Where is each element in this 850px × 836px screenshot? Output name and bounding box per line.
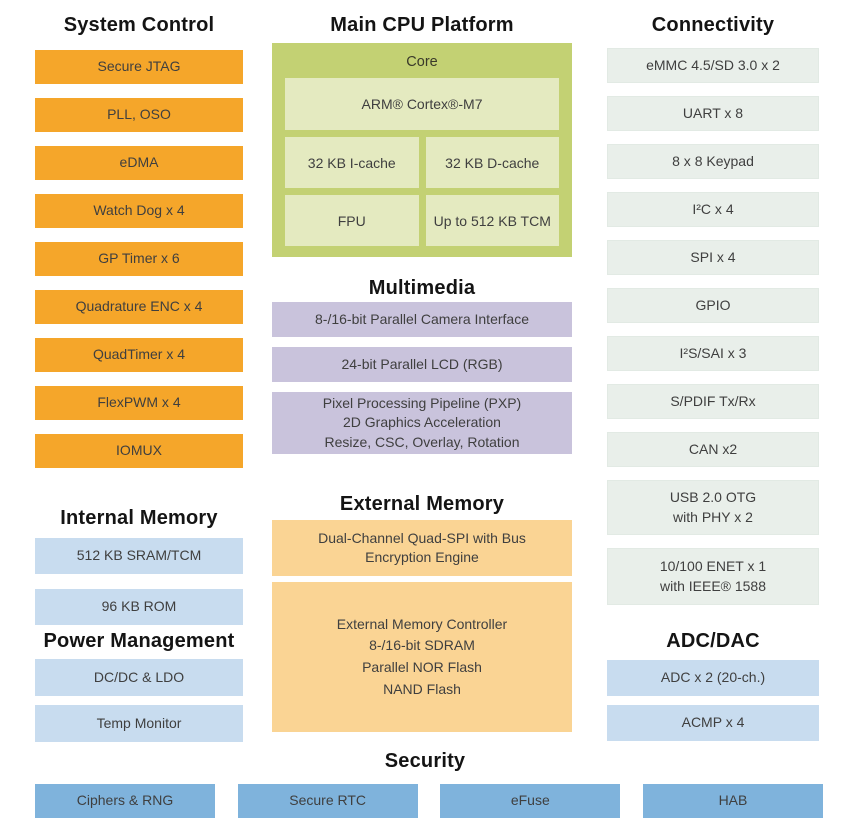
block-8-x-8-keypad: 8 x 8 Keypad (607, 144, 819, 179)
block-i-s-sai-x-3: I²S/SAI x 3 (607, 336, 819, 371)
block-uart-x-8: UART x 8 (607, 96, 819, 131)
block-pixel-processing-pipeline-pxp-2d-graphic: Pixel Processing Pipeline (PXP) 2D Graph… (272, 392, 572, 454)
block-dcache: 32 KB D-cache (425, 137, 559, 188)
block-dual-channel-quad-spi-with-bus-encryptio: Dual-Channel Quad-SPI with Bus Encryptio… (272, 519, 572, 576)
block-can-x2: CAN x2 (607, 432, 819, 467)
block-quadrature-enc-x-4: Quadrature ENC x 4 (35, 290, 243, 324)
block-flexpwm-x-4: FlexPWM x 4 (35, 386, 243, 420)
main-cpu-title: Main CPU Platform (330, 14, 514, 36)
system-control-blocks: Secure JTAG PLL, OSO eDMA Watch Dog x 4 GP T… (35, 50, 243, 468)
block-efuse: eFuse (440, 784, 621, 818)
block-icache: 32 KB I-cache (285, 137, 419, 188)
block-pll-oso: PLL, OSO (35, 98, 243, 132)
block-hab: HAB (642, 784, 823, 818)
block-acmp-x-4: ACMP x 4 (607, 705, 819, 741)
internal-memory-blocks: 512 KB SRAM/TCM 96 KB ROM (35, 538, 243, 625)
internal-memory-title: Internal Memory (60, 507, 218, 529)
cpu-core-container: Core ARM® Cortex®-M7 32 KB I-cache 32 KB… (272, 43, 572, 257)
external-memory-blocks: Dual-Channel Quad-SPI with Bus Encryptio… (272, 519, 572, 732)
multimedia-title: Multimedia (368, 277, 476, 299)
block-gp-timer-x-6: GP Timer x 6 (35, 242, 243, 276)
multimedia-blocks: 8-/16-bit Parallel Camera Interface 24-bi… (272, 302, 572, 454)
block-ciphers-rng: Ciphers & RNG (35, 784, 215, 818)
center-column: Main CPU Platform Core ARM® Cortex®-M7 3… (272, 14, 572, 732)
security-section: Security Ciphers & RNG Secure RTC eFuse HAB (0, 750, 850, 818)
block-arm-cortex-m7: ARM® Cortex®-M7 (285, 78, 559, 130)
block-temp-monitor: Temp Monitor (35, 705, 243, 742)
block-emmc-4-5-sd-3-0-x-2: eMMC 4.5/SD 3.0 x 2 (607, 48, 819, 83)
security-title: Security (384, 750, 466, 772)
adc-dac-blocks: ADC x 2 (20-ch.) ACMP x 4 (607, 660, 819, 741)
block-dc-dc-ldo: DC/DC & LDO (35, 659, 243, 696)
block-adc-x-2-20-ch: ADC x 2 (20-ch.) (607, 660, 819, 696)
block-external-memory-controller-8-16-bit-sdra: External Memory Controller 8-/16-bit SDR… (272, 581, 572, 732)
block-24-bit-parallel-lcd-rgb: 24-bit Parallel LCD (RGB) (272, 347, 572, 382)
block-fpu: FPU (285, 195, 419, 246)
system-control-title: System Control (63, 14, 215, 36)
block-secure-jtag: Secure JTAG (35, 50, 243, 84)
block-8-16-bit-parallel-camera-interface: 8-/16-bit Parallel Camera Interface (272, 302, 572, 337)
block-spi-x-4: SPI x 4 (607, 240, 819, 275)
block-tcm: Up to 512 KB TCM (425, 195, 559, 246)
external-memory-title: External Memory (339, 492, 505, 515)
power-management-title: Power Management (43, 630, 235, 652)
block-iomux: IOMUX (35, 434, 243, 468)
block-quadtimer-x-4: QuadTimer x 4 (35, 338, 243, 372)
power-management-blocks: DC/DC & LDO Temp Monitor (35, 659, 243, 742)
connectivity-title: Connectivity (651, 14, 775, 36)
adc-dac-title: ADC/DAC (666, 630, 760, 652)
right-column: Connectivity eMMC 4.5/SD 3.0 x 2 UART x 8… (607, 14, 819, 741)
left-column: System Control Secure JTAG PLL, OSO eDMA Wa… (35, 14, 243, 742)
block-i-c-x-4: I²C x 4 (607, 192, 819, 227)
block-edma: eDMA (35, 146, 243, 180)
block-s-pdif-tx-rx: S/PDIF Tx/Rx (607, 384, 819, 419)
block-watch-dog-x-4: Watch Dog x 4 (35, 194, 243, 228)
block-10-100-enet-x-1-with-ieee-1588: 10/100 ENET x 1 with IEEE® 1588 (607, 548, 819, 605)
block-gpio: GPIO (607, 288, 819, 323)
cpu-cache-grid: 32 KB I-cache 32 KB D-cache FPU Up to 51… (285, 137, 559, 246)
block-96-kb-rom: 96 KB ROM (35, 589, 243, 625)
block-512-kb-sram-tcm: 512 KB SRAM/TCM (35, 538, 243, 574)
security-blocks: Ciphers & RNG Secure RTC eFuse HAB (35, 784, 823, 818)
core-label: Core (406, 54, 438, 70)
block-usb-2-0-otg-with-phy-x-2: USB 2.0 OTG with PHY x 2 (607, 480, 819, 535)
block-secure-rtc: Secure RTC (237, 784, 418, 818)
